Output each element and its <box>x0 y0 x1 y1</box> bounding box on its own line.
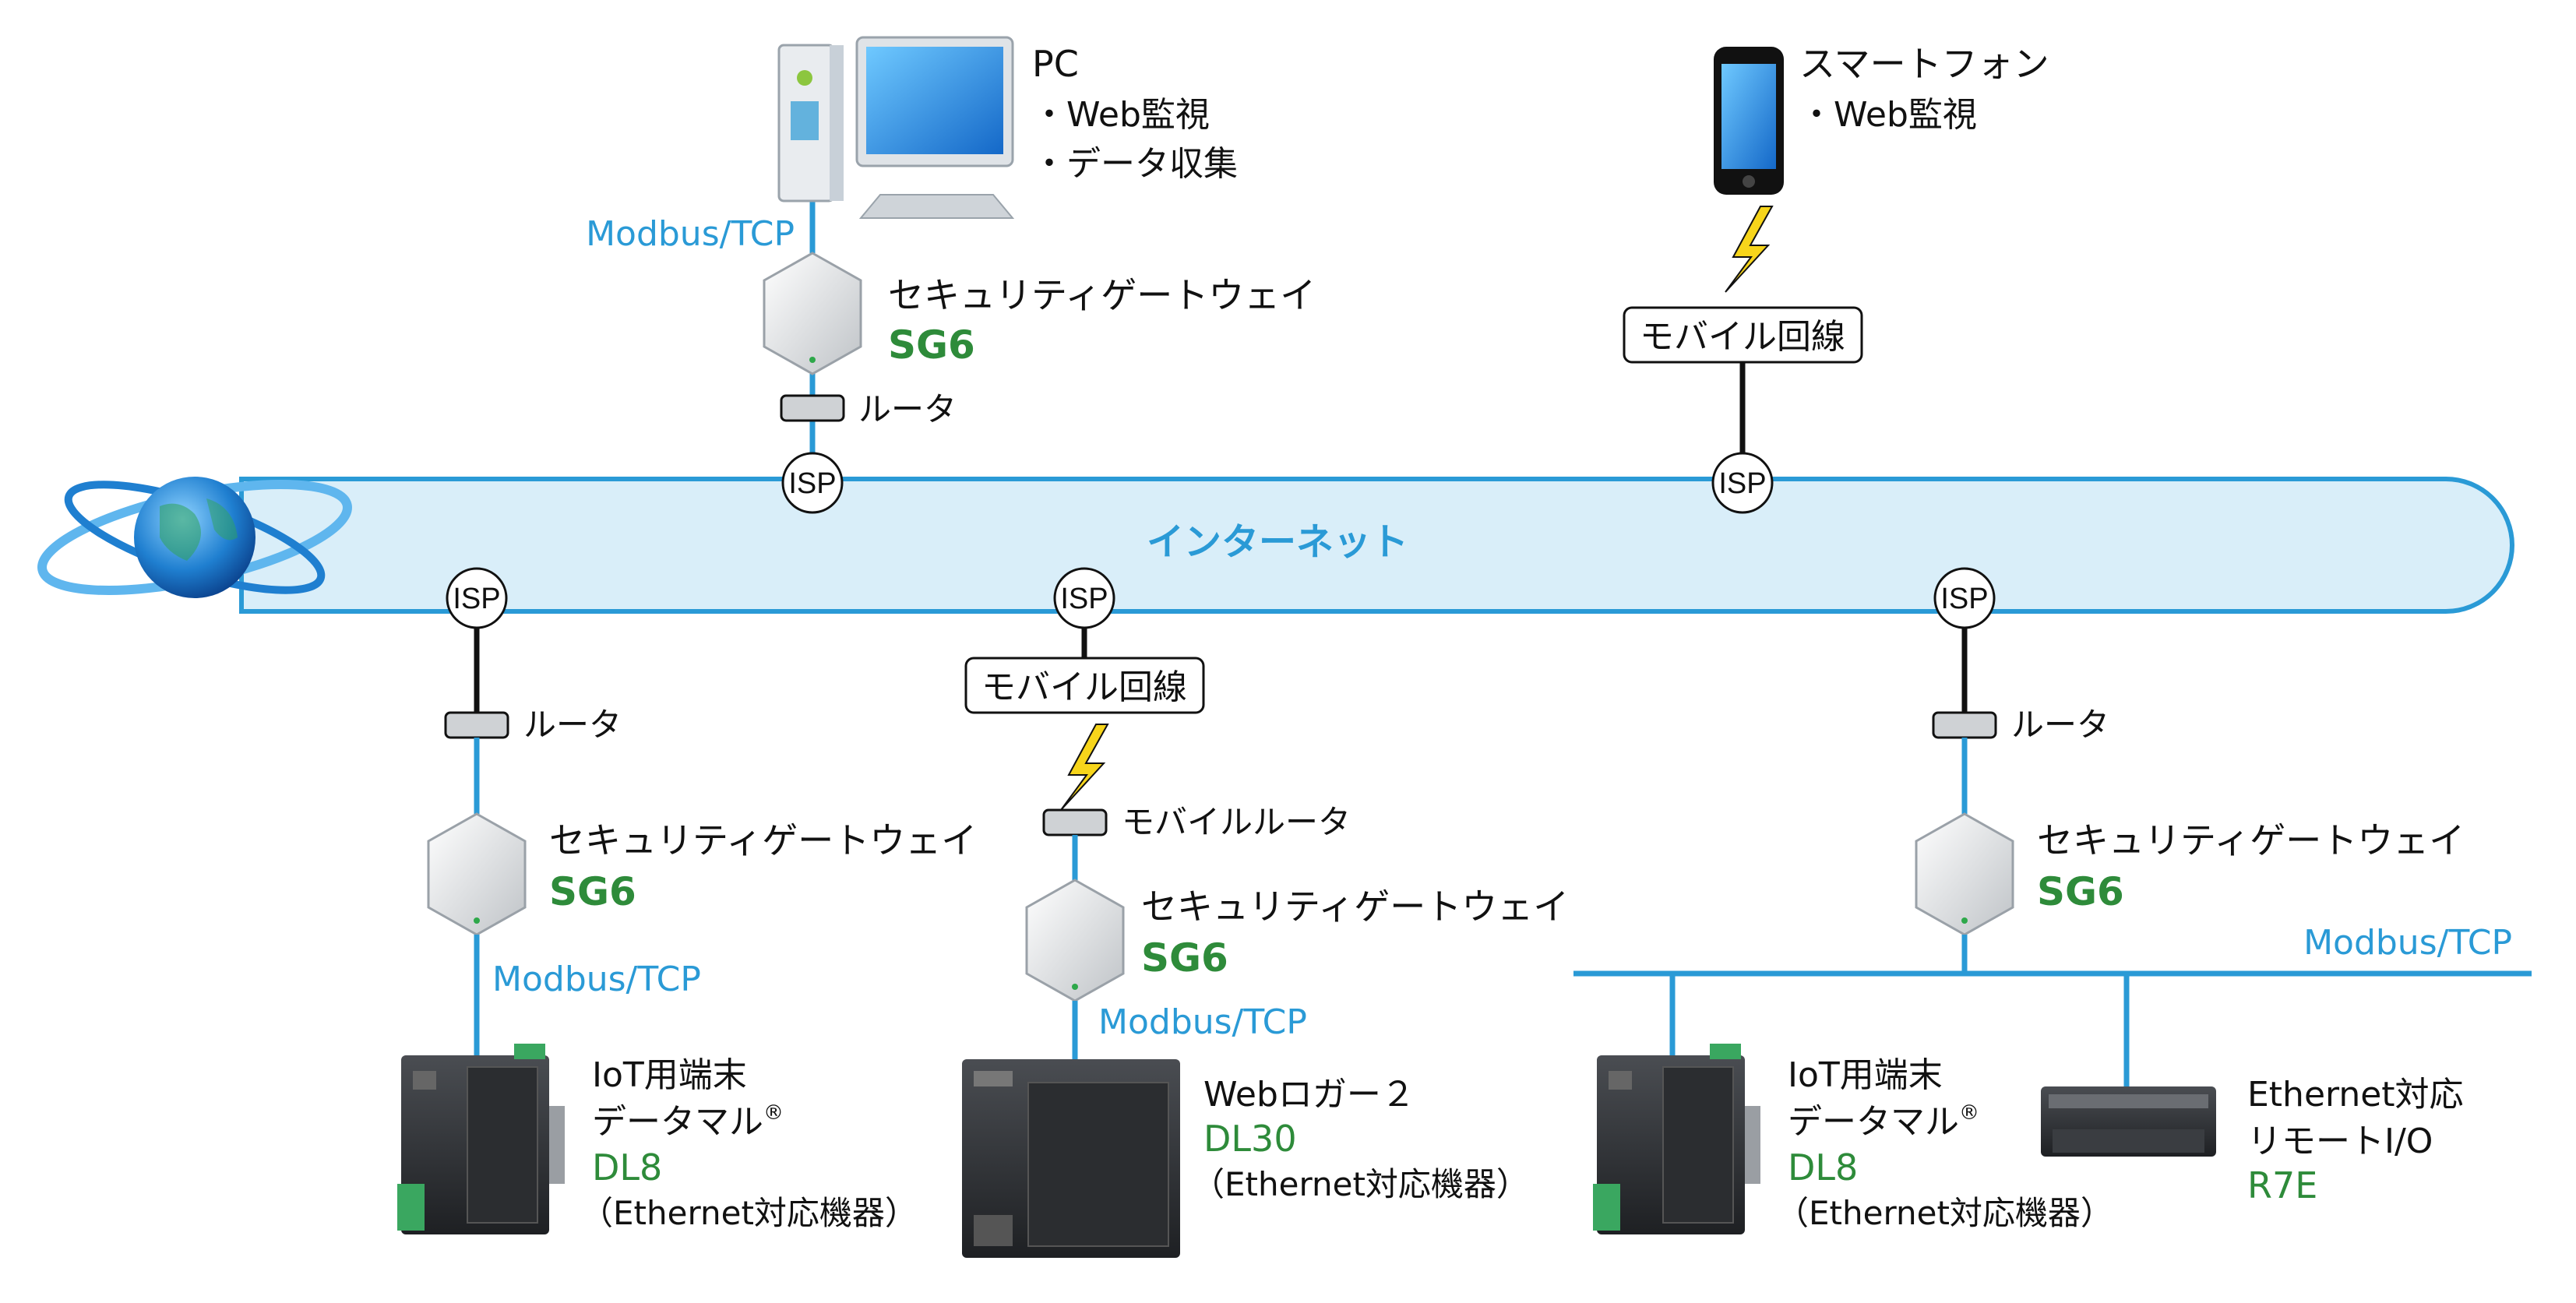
router-label-left: ルータ <box>523 706 622 744</box>
internet-label: インターネット <box>1147 520 1408 564</box>
device-label-middle-1: Webロガー２ <box>1203 1075 1415 1115</box>
gateway-model-right: SG6 <box>2037 869 2124 914</box>
remote-label-2: リモートI/O <box>2247 1122 2433 1161</box>
gateway-name-left: セキュリティゲートウェイ <box>549 819 977 861</box>
device-model-right: DL8 <box>1788 1146 1858 1189</box>
pc-item-1: ・Web監視 <box>1032 95 1210 135</box>
router-icon <box>780 394 845 422</box>
mobile-line-label-middle: モバイル回線 <box>981 667 1187 707</box>
device-model-left: DL8 <box>592 1146 662 1189</box>
lightning-icon <box>1060 724 1109 811</box>
gateway-model-top: SG6 <box>888 322 975 368</box>
mobile-router-label: モバイルルータ <box>1122 803 1351 841</box>
device-label-right-1: IoT用端末 <box>1788 1055 1943 1095</box>
device-model-middle: DL30 <box>1203 1118 1297 1160</box>
router-label-right: ルータ <box>2011 706 2109 744</box>
isp-label: ISP <box>1940 583 1988 615</box>
isp-node <box>781 452 844 514</box>
pc-title: PC <box>1032 43 1079 85</box>
globe-icon <box>37 477 352 598</box>
smartphone-icon <box>1714 47 1784 195</box>
isp-label: ISP <box>1718 467 1766 500</box>
r7e-remote-io-icon <box>2041 1086 2216 1157</box>
dl8-device-icon <box>1593 1044 1760 1234</box>
router-icon <box>444 711 509 739</box>
remote-model: R7E <box>2247 1164 2317 1206</box>
device-label-right-2: データマル® <box>1788 1101 1979 1142</box>
lightning-icon <box>1725 206 1774 293</box>
protocol-label-left: Modbus/TCP <box>492 960 701 999</box>
protocol-label-right: Modbus/TCP <box>2303 923 2512 963</box>
isp-node <box>1711 452 1774 514</box>
device-note-left: （Ethernet対応機器） <box>580 1194 918 1232</box>
pc-protocol: Modbus/TCP <box>586 214 795 254</box>
mobile-router-icon <box>1042 808 1108 836</box>
device-label-left-1: IoT用端末 <box>592 1055 747 1095</box>
gateway-name-middle: セキュリティゲートウェイ <box>1141 886 1569 928</box>
device-note-right: （Ethernet対応機器） <box>1776 1194 2113 1232</box>
smartphone-title: スマートフォン <box>1799 43 2049 85</box>
router-label-top: ルータ <box>858 390 957 428</box>
dl30-device-icon <box>962 1059 1180 1258</box>
dl8-device-icon <box>397 1044 565 1234</box>
security-gateway-icon <box>1025 879 1125 1002</box>
pc-item-2: ・データ収集 <box>1032 144 1238 184</box>
gateway-model-middle: SG6 <box>1141 935 1228 981</box>
security-gateway-icon <box>763 252 862 375</box>
smartphone-item-1: ・Web監視 <box>1799 95 1977 135</box>
gateway-name-top: セキュリティゲートウェイ <box>888 274 1316 316</box>
security-gateway-icon <box>427 812 527 936</box>
pc-icon <box>777 36 1015 219</box>
remote-label-1: Ethernet対応 <box>2247 1075 2464 1115</box>
router-icon <box>1932 711 1997 739</box>
mobile-line-label-top: モバイル回線 <box>1640 317 1845 357</box>
mobile-line-box-middle <box>964 657 1205 714</box>
protocol-label-middle: Modbus/TCP <box>1098 1002 1307 1042</box>
isp-label: ISP <box>788 467 836 500</box>
gateway-model-left: SG6 <box>549 869 636 914</box>
device-label-left-2: データマル® <box>592 1101 784 1142</box>
security-gateway-icon <box>1915 812 2014 936</box>
isp-label: ISP <box>1060 583 1108 615</box>
gateway-name-right: セキュリティゲートウェイ <box>2037 819 2465 861</box>
isp-label: ISP <box>453 583 500 615</box>
device-note-middle: （Ethernet対応機器） <box>1192 1165 1529 1203</box>
